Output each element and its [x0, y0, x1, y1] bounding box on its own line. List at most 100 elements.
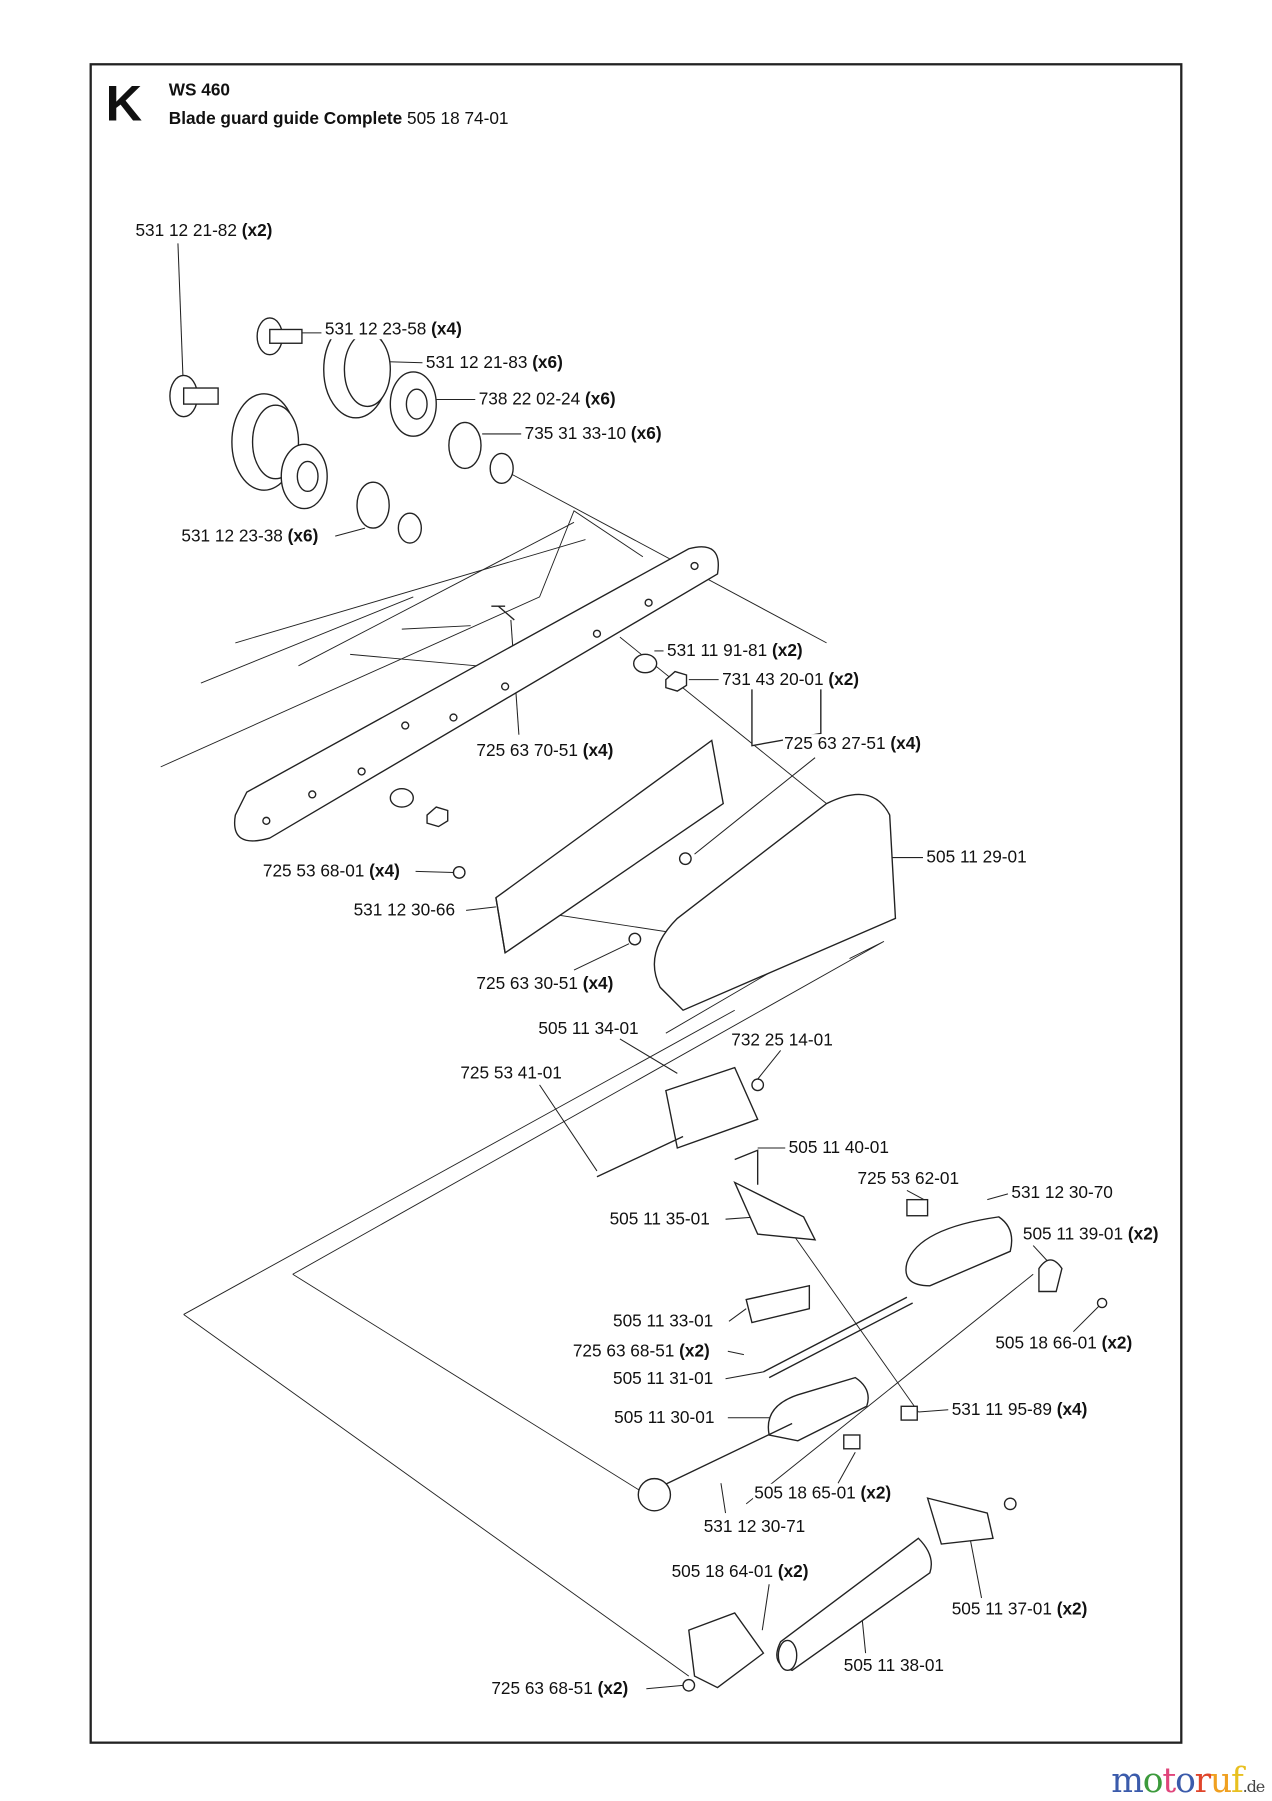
- watermark-logo: motoruf.de: [1111, 1761, 1266, 1801]
- part-quantity: (x2): [674, 1341, 710, 1361]
- part-label: 732 25 14-01: [730, 1030, 834, 1050]
- part-label: 531 11 91-81 (x2): [665, 641, 804, 661]
- part-number: 725 63 27-51: [784, 734, 886, 754]
- part-label: 725 53 41-01: [459, 1063, 564, 1084]
- part-number: 505 11 39-01: [1022, 1224, 1124, 1244]
- part-quantity: (x4): [1051, 1399, 1088, 1420]
- part-number: 505 11 38-01: [843, 1655, 945, 1676]
- part-number: 505 11 35-01: [609, 1209, 710, 1229]
- assembly-name: Blade guard guide Complete: [168, 109, 403, 129]
- part-number: 735 31 33-10: [524, 424, 627, 444]
- part-number: 505 11 40-01: [788, 1138, 889, 1158]
- part-label: 725 63 68-51 (x2): [571, 1341, 711, 1361]
- part-quantity: (x4): [364, 861, 400, 882]
- part-label: 505 18 65-01 (x2): [753, 1483, 893, 1504]
- part-label: 505 11 31-01: [611, 1368, 715, 1389]
- part-number: 531 12 30-70: [1011, 1183, 1113, 1203]
- bracket-plate: [495, 739, 724, 955]
- part-label: 531 12 30-66: [352, 900, 457, 921]
- part-number: 531 12 30-66: [353, 900, 456, 921]
- part-label: 731 43 20-01 (x2): [720, 669, 861, 690]
- assembly-title: Blade guard guide Complete 505 18 74-01: [169, 109, 509, 129]
- part-number: 505 11 34-01: [538, 1018, 639, 1039]
- part-number: 531 12 21-82: [135, 220, 237, 241]
- model-name: WS 460: [168, 80, 231, 100]
- logo-letter: o: [1142, 1761, 1164, 1801]
- part-number: 505 11 29-01: [926, 847, 1027, 868]
- part-quantity: (x2): [1096, 1333, 1133, 1353]
- part-label: 725 53 62-01: [856, 1169, 961, 1189]
- logo-letter: f: [1231, 1761, 1244, 1801]
- part-label: 505 18 64-01 (x2): [670, 1561, 810, 1582]
- blade-guard-housing: [452, 675, 897, 1012]
- part-quantity: (x2): [773, 1561, 809, 1582]
- part-label: 531 12 23-58 (x4): [323, 319, 463, 340]
- part-number: 531 12 23-38: [181, 526, 283, 546]
- assembly-part-number: 505 18 74-01: [407, 109, 509, 129]
- part-number: 531 12 23-58: [324, 319, 427, 340]
- part-label: 505 11 33-01: [611, 1311, 715, 1332]
- part-quantity: (x6): [282, 526, 319, 546]
- part-number: 505 11 37-01: [951, 1599, 1052, 1620]
- logo-tld: .de: [1242, 1778, 1266, 1797]
- part-quantity: (x6): [626, 424, 662, 444]
- logo-letter: o: [1175, 1761, 1196, 1801]
- part-number: 505 11 31-01: [613, 1368, 714, 1389]
- part-label: 531 12 30-71: [702, 1517, 807, 1537]
- logo-letter: t: [1162, 1761, 1176, 1801]
- part-number: 725 63 30-51: [476, 974, 578, 994]
- part-quantity: (x2): [592, 1678, 629, 1699]
- part-quantity: (x2): [1123, 1224, 1159, 1244]
- part-label: 505 11 35-01: [608, 1209, 711, 1229]
- part-label: 531 12 21-83 (x6): [424, 353, 564, 373]
- part-quantity: (x2): [823, 669, 860, 690]
- part-number: 505 11 33-01: [613, 1311, 714, 1332]
- part-number: 732 25 14-01: [731, 1030, 833, 1050]
- leader-lines: [177, 243, 1103, 1690]
- part-number: 725 53 68-01: [262, 861, 365, 882]
- part-number: 505 11 30-01: [614, 1408, 715, 1428]
- part-label: 505 18 66-01 (x2): [994, 1333, 1134, 1353]
- part-number: 531 11 91-81: [666, 641, 768, 661]
- diagram-frame: [89, 63, 1183, 1744]
- guide-bar: [233, 546, 719, 842]
- part-quantity: (x4): [577, 741, 614, 761]
- part-number: 725 53 62-01: [857, 1169, 960, 1189]
- part-quantity: (x2): [855, 1483, 892, 1504]
- part-quantity: (x2): [236, 220, 273, 241]
- lower-pivot-assembly: [682, 1497, 1017, 1692]
- part-label: 505 11 34-01: [537, 1018, 640, 1039]
- section-letter: K: [105, 75, 143, 133]
- part-number: 505 18 65-01: [754, 1483, 856, 1504]
- part-quantity: (x4): [426, 319, 462, 340]
- part-label: 725 63 27-51 (x4): [782, 734, 923, 754]
- rollers-and-bearings: [169, 317, 514, 544]
- part-quantity: (x2): [1051, 1599, 1088, 1620]
- part-label: 505 11 30-01: [613, 1408, 716, 1428]
- logo-letter: r: [1194, 1761, 1211, 1801]
- part-label: 531 11 95-89 (x4): [950, 1399, 1089, 1420]
- logo-letter: u: [1209, 1761, 1232, 1801]
- projection-lines: [160, 470, 1034, 1677]
- part-number: 725 63 68-51: [491, 1678, 593, 1699]
- part-label: 505 11 40-01: [787, 1138, 891, 1158]
- part-quantity: (x4): [885, 734, 922, 754]
- part-number: 531 12 21-83: [425, 353, 528, 373]
- part-label: 505 11 39-01 (x2): [1021, 1224, 1160, 1244]
- part-label: 725 63 30-51 (x4): [475, 974, 615, 994]
- part-number: 531 11 95-89: [951, 1399, 1052, 1420]
- part-quantity: (x2): [767, 641, 803, 661]
- part-number: 725 63 68-51: [572, 1341, 675, 1361]
- part-number: 531 12 30-71: [703, 1517, 806, 1537]
- part-label: 725 53 68-01 (x4): [261, 861, 401, 882]
- part-label: 735 31 33-10 (x6): [523, 424, 663, 444]
- part-number: 505 18 64-01: [671, 1561, 774, 1582]
- part-quantity: (x6): [527, 353, 563, 373]
- part-label: 505 11 37-01 (x2): [950, 1599, 1089, 1620]
- part-label: 738 22 02-24 (x6): [477, 389, 617, 410]
- part-number: 738 22 02-24: [478, 389, 581, 410]
- latch-assembly: [596, 1066, 1108, 1512]
- part-label: 531 12 23-38 (x6): [180, 526, 320, 546]
